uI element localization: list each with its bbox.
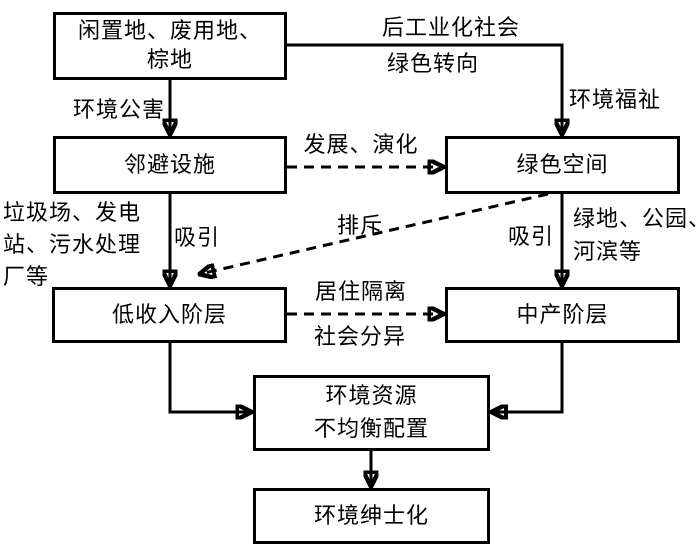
node-resource-allocation-line2: 不均衡配置 <box>313 417 429 442</box>
label-attract-right: 吸引 <box>507 225 555 250</box>
node-green-space-label: 绿色空间 <box>516 152 609 178</box>
label-post-industrial-society: 后工业化社会 <box>381 16 521 41</box>
node-nimby-facility-label: 邻避设施 <box>123 152 216 178</box>
edge-lowincome-to-resource-arrow <box>168 342 251 412</box>
label-green-turn: 绿色转向 <box>386 52 480 77</box>
node-middle-class-label: 中产阶层 <box>516 302 609 328</box>
node-nimby-facility: 邻避设施 <box>53 136 287 194</box>
label-green-examples-line2: 河滨等 <box>573 240 643 265</box>
label-green-examples: 绿地、公园、 河滨等 <box>573 203 700 269</box>
node-idle-land-line1: 闲置地、废用地、 <box>77 19 262 44</box>
node-low-income-label: 低收入阶层 <box>111 302 227 328</box>
node-idle-land: 闲置地、废用地、 棕地 <box>53 12 287 80</box>
label-env-welfare: 环境福祉 <box>568 88 662 113</box>
edge-middleclass-to-resource-arrow <box>492 342 564 412</box>
label-repel: 排斥 <box>336 214 384 239</box>
label-env-pollution: 环境公害 <box>72 98 166 123</box>
node-middle-class: 中产阶层 <box>445 287 680 343</box>
node-resource-allocation: 环境资源 不均衡配置 <box>253 375 490 451</box>
label-develop-evolve: 发展、演化 <box>303 133 419 158</box>
node-green-space: 绿色空间 <box>445 136 680 194</box>
label-nimby-examples: 垃圾场、发电 站、污水处理 厂等 <box>3 198 141 294</box>
label-nimby-examples-line2: 站、污水处理 <box>3 233 142 258</box>
label-green-examples-line1: 绿地、公园、 <box>573 207 700 232</box>
node-idle-land-line2: 棕地 <box>146 48 193 73</box>
edge-idle-to-green-arrow <box>287 43 562 134</box>
label-residential-segregation: 居住隔离 <box>314 280 408 305</box>
node-gentrification: 环境绅士化 <box>253 488 490 544</box>
node-resource-allocation-line1: 环境资源 <box>325 384 418 409</box>
node-low-income: 低收入阶层 <box>52 287 287 343</box>
label-attract-left: 吸引 <box>173 226 221 251</box>
label-nimby-examples-line1: 垃圾场、发电 <box>3 201 142 226</box>
edge-green-to-lowincome-repel-dashed-arrow <box>200 192 549 274</box>
label-nimby-examples-line3: 厂等 <box>3 265 50 290</box>
node-gentrification-label: 环境绅士化 <box>313 503 429 529</box>
label-social-differentiation: 社会分异 <box>313 325 407 350</box>
